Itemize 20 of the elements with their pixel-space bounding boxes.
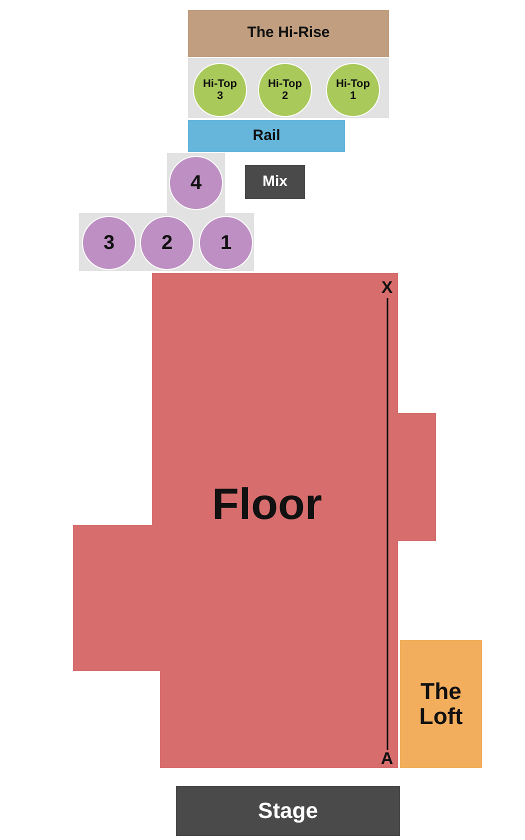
stage-box bbox=[176, 786, 400, 836]
section-label: Hi-Top 3 bbox=[202, 78, 238, 102]
row-label: A bbox=[380, 749, 394, 769]
section-label: 2 bbox=[161, 232, 173, 254]
section-label: 1 bbox=[220, 232, 232, 254]
section-box bbox=[245, 165, 305, 199]
section-label: Rail bbox=[252, 128, 280, 144]
section-label: Mix bbox=[262, 174, 288, 190]
section-label: 3 bbox=[103, 232, 115, 254]
section-label: Hi-Top 2 bbox=[266, 78, 303, 102]
section-label: Hi-Top 1 bbox=[334, 78, 371, 102]
section-label: 4 bbox=[190, 172, 202, 194]
section-box bbox=[400, 640, 482, 768]
section-box bbox=[188, 120, 345, 152]
section-label: Floor bbox=[212, 481, 322, 530]
section-label: Stage bbox=[258, 798, 318, 824]
section-label: The Hi-Rise bbox=[247, 25, 330, 42]
section-box bbox=[188, 10, 389, 57]
section-label: The Loft bbox=[418, 678, 464, 730]
row-label: X bbox=[380, 278, 394, 298]
